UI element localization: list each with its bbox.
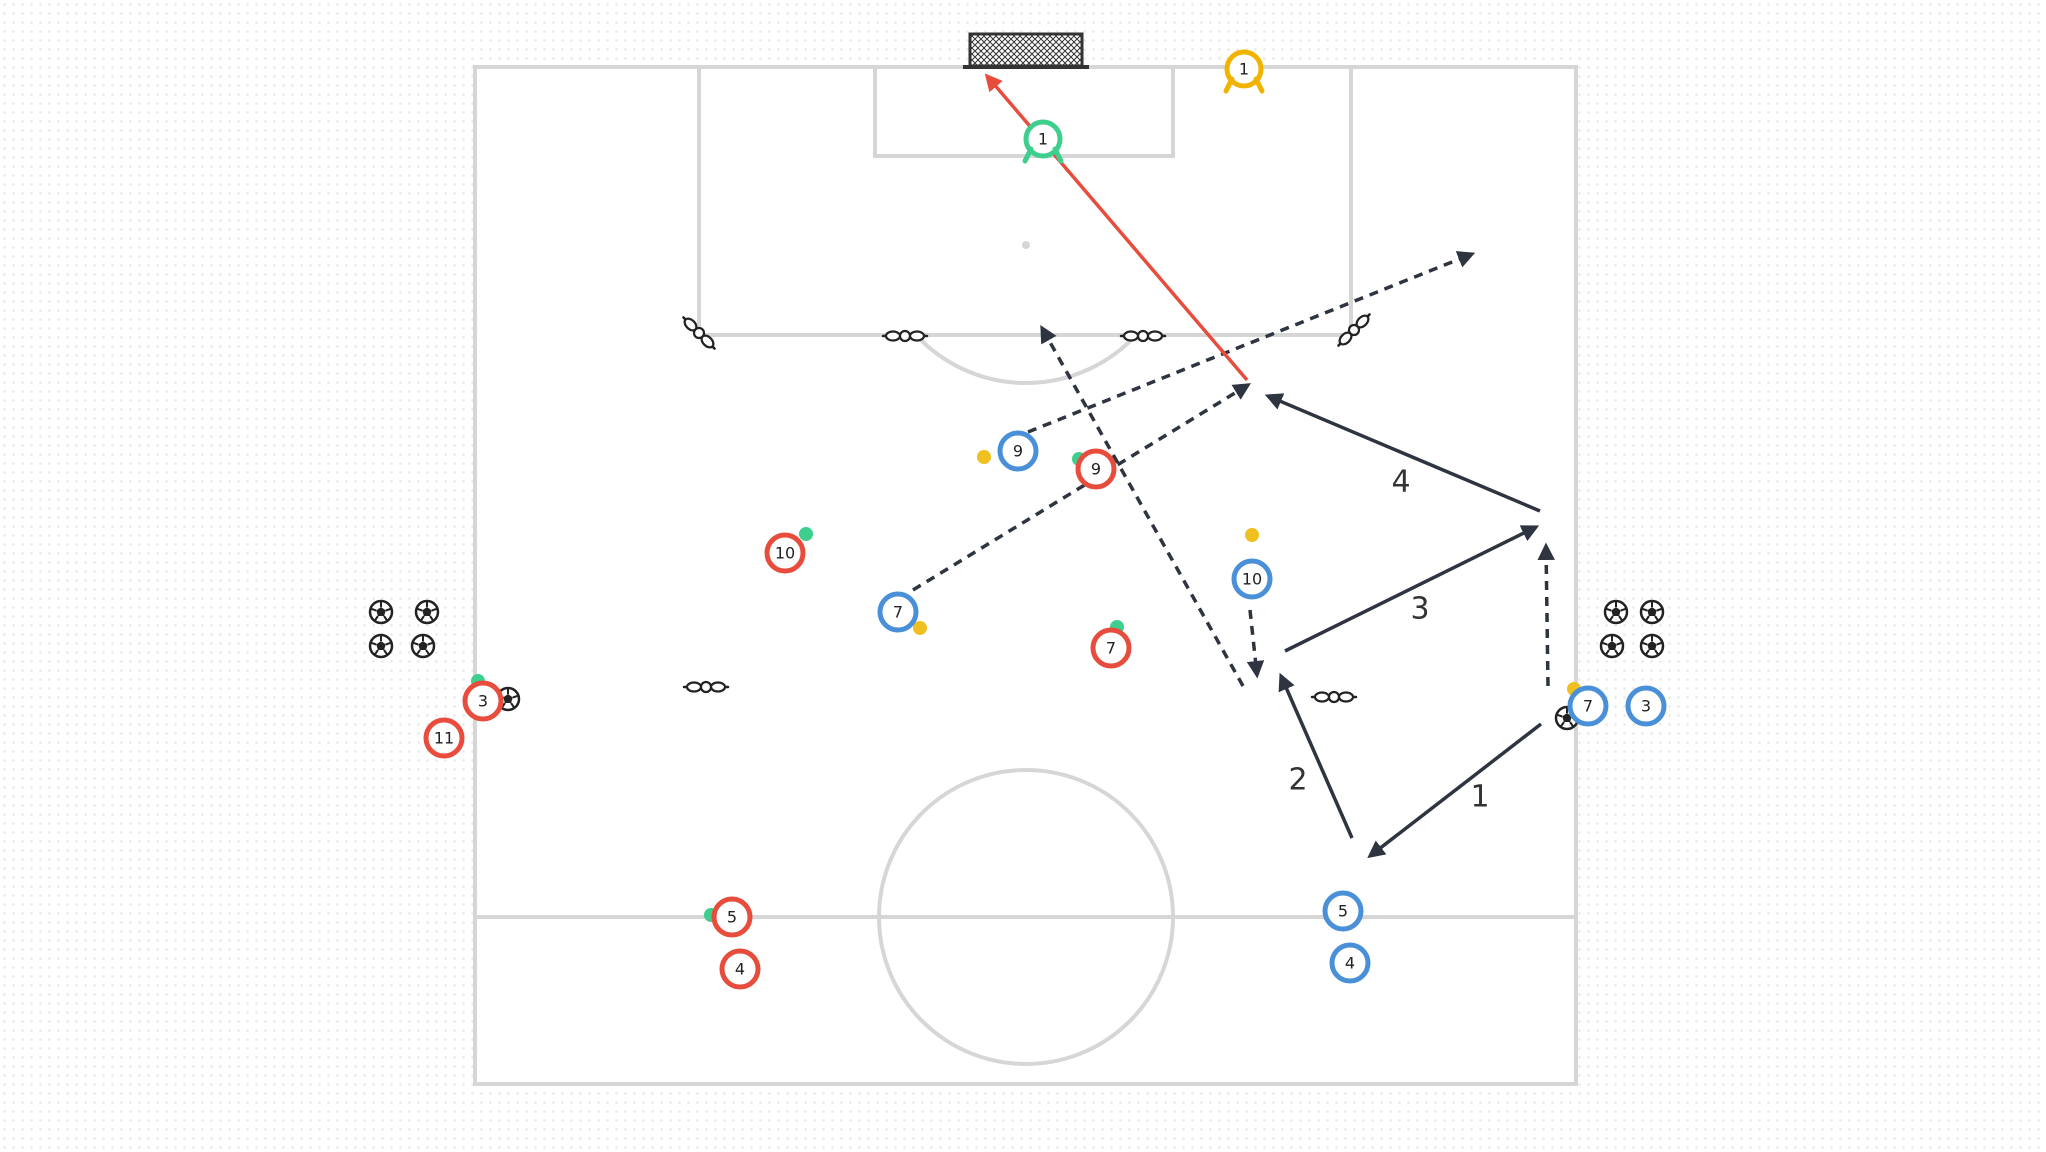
soccer-ball-icon: [414, 599, 440, 625]
mannequin-icon: [682, 680, 730, 694]
marker-dot: [799, 527, 813, 541]
sequence-label: 3: [1410, 592, 1429, 627]
soccer-ball-icon: [1599, 633, 1625, 659]
player-number: 9: [1013, 442, 1023, 461]
goalkeeper-icon: 1: [1223, 49, 1265, 94]
blue-player: 5: [1322, 890, 1364, 932]
run-arrow-dashed: [1040, 324, 1245, 687]
penalty-arc: [914, 333, 1138, 385]
player-number: 3: [1641, 697, 1651, 716]
goalkeeper-number: 1: [1239, 60, 1249, 79]
player-number: 7: [893, 603, 903, 622]
player-number: 3: [478, 692, 488, 711]
red-player: 4: [719, 948, 761, 990]
marker-dot: [1245, 528, 1259, 542]
pass-arrow-1: [1367, 722, 1543, 859]
red-player: 11: [423, 717, 465, 759]
blue-player: 4: [1329, 942, 1371, 984]
player-number: 9: [1091, 460, 1101, 479]
soccer-ball-icon: [1639, 599, 1665, 625]
marker-dot: [913, 621, 927, 635]
player-number: 4: [735, 960, 745, 979]
blue-player: 3: [1625, 685, 1667, 727]
sequence-label: 1: [1470, 780, 1489, 815]
goal-net-icon: [963, 32, 1089, 69]
soccer-ball-icon: [1639, 633, 1665, 659]
player-number: 7: [1106, 639, 1116, 658]
marker-dot: [977, 450, 991, 464]
penalty-spot: [1022, 241, 1030, 249]
run-arrow-2: [1278, 672, 1354, 839]
sequence-label: 4: [1391, 465, 1410, 500]
red-player: 5: [711, 896, 753, 938]
pass-arrow-3: [1284, 525, 1540, 653]
red-player: 3: [462, 680, 504, 722]
run-arrow-dashed: [1537, 542, 1555, 687]
mannequin-icon: [1119, 329, 1167, 343]
player-number: 4: [1345, 954, 1355, 973]
blue-player: 10: [1231, 558, 1273, 600]
mannequin-icon: [881, 329, 929, 343]
blue-player: 7: [1567, 685, 1609, 727]
run-arrow-dashed: [1246, 609, 1265, 679]
soccer-ball-icon: [410, 633, 436, 659]
goalkeeper-number: 1: [1038, 130, 1048, 149]
red-player: 7: [1090, 627, 1132, 669]
pitch: [473, 65, 1578, 1086]
center-circle: [877, 768, 1175, 1066]
goalkeeper-icon: 1: [1022, 119, 1064, 164]
soccer-ball-icon: [368, 633, 394, 659]
player-number: 5: [1338, 902, 1348, 921]
mannequin-icon: [1310, 690, 1358, 704]
player-number: 7: [1583, 697, 1593, 716]
player-number: 5: [727, 908, 737, 927]
pass-arrow-4: [1264, 393, 1541, 513]
sequence-label: 2: [1288, 763, 1307, 798]
player-number: 10: [775, 544, 795, 563]
player-number: 11: [434, 729, 454, 748]
blue-player: 9: [997, 430, 1039, 472]
player-number: 10: [1242, 570, 1262, 589]
pitch-boundary: [473, 65, 1578, 1086]
run-arrow-dashed: [912, 383, 1251, 592]
soccer-ball-icon: [1603, 599, 1629, 625]
blue-player: 7: [877, 591, 919, 633]
red-player: 10: [764, 532, 806, 574]
red-player: 9: [1075, 448, 1117, 490]
soccer-ball-icon: [368, 599, 394, 625]
